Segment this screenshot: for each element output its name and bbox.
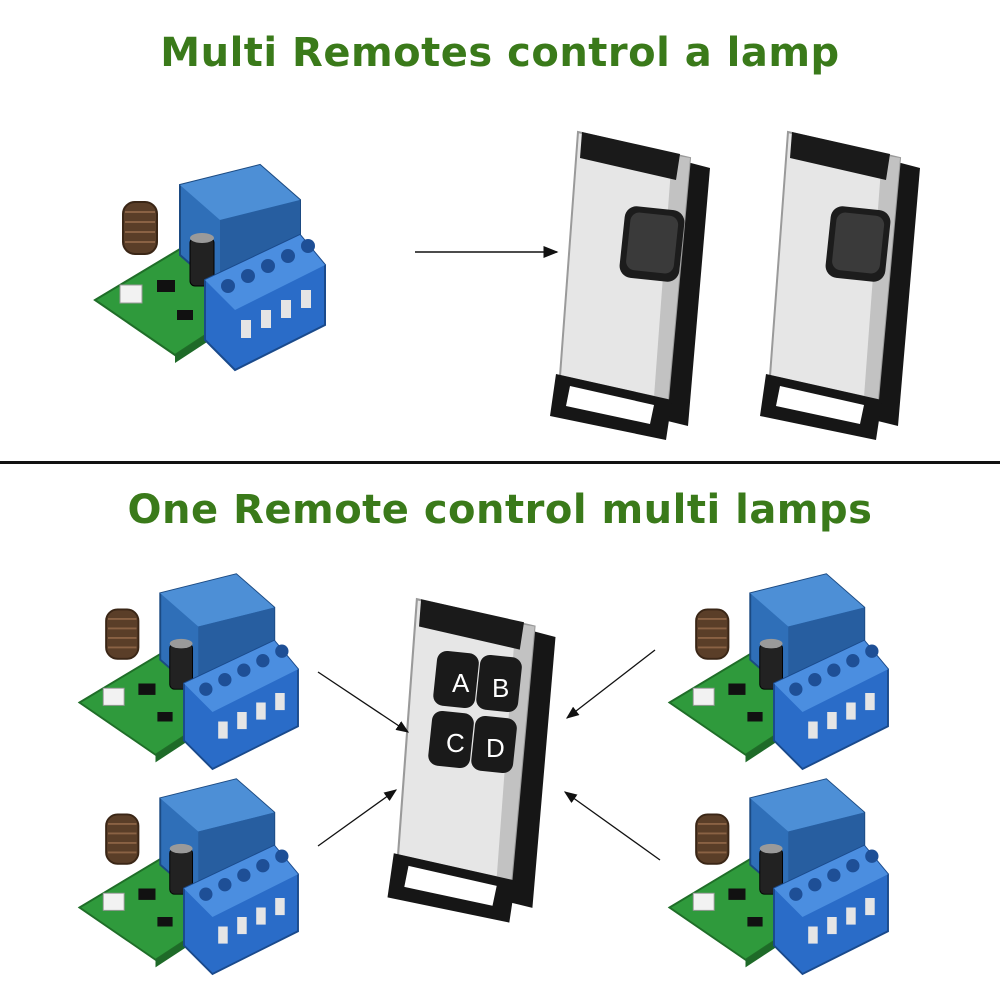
remote-button-b[interactable]: B [475,654,523,713]
receiver-module-bottom-left [78,778,299,975]
arrow-top-left [317,671,410,733]
remote-left-button[interactable] [618,205,685,283]
remote-right-button[interactable] [824,205,891,283]
remote-button-c[interactable]: C [427,710,475,769]
single-button-remote-right [759,131,921,441]
remote-button-c-label: C [446,728,465,758]
receiver-module-top-right [668,573,889,770]
arrow-top-right [565,649,656,719]
receiver-module-top [94,164,326,371]
arrow-bottom-left [317,789,398,847]
single-button-remote-left [549,131,711,441]
remote-button-a-label: A [452,668,470,698]
receiver-module-bottom-right [668,778,889,975]
remote-button-a[interactable]: A [432,650,480,709]
top-section-title: Multi Remotes control a lamp [160,30,840,76]
arrow-bottom-right [563,791,661,861]
bottom-section-title: One Remote control multi lamps [127,487,873,533]
section-divider [0,461,1000,464]
remote-button-b-label: B [492,673,509,703]
remote-button-d[interactable]: D [470,715,518,774]
remote-button-d-label: D [486,733,505,763]
receiver-module-top-left [78,573,299,770]
